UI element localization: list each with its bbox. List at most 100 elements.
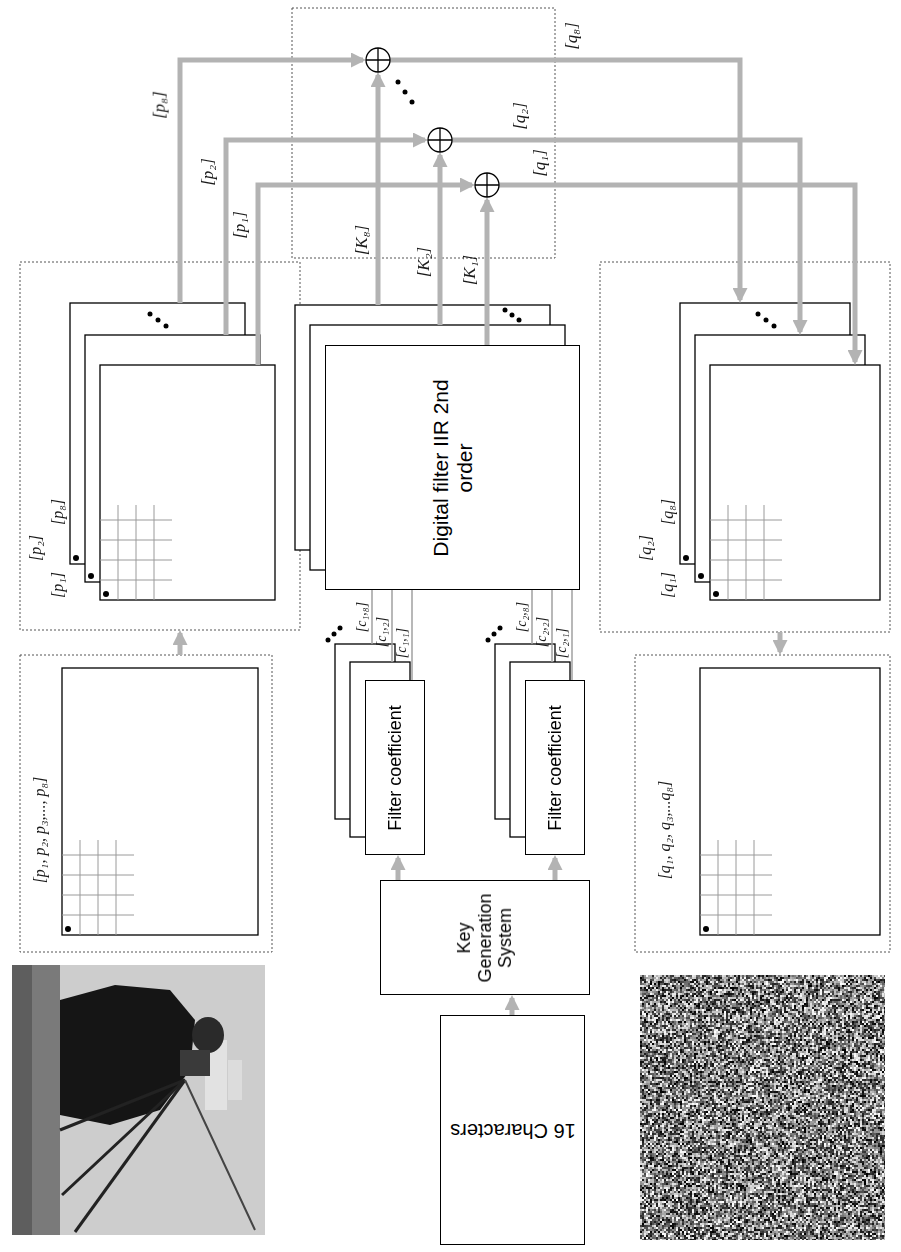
box-text: 16 Characters	[449, 1119, 577, 1142]
key-wire	[485, 200, 490, 345]
ellipsis-dot	[148, 312, 153, 317]
pixel-dot	[73, 555, 79, 561]
xor-circle	[428, 128, 452, 152]
box-text: Filter coefficient	[385, 704, 406, 832]
grid-line	[736, 840, 737, 935]
ellipsis-dot	[772, 324, 777, 329]
signal-label: [c₁,₈]	[354, 602, 369, 632]
signal-label: [c₂,₁]	[554, 628, 569, 658]
ellipsis-dot	[492, 632, 497, 637]
signal-label: [q₂]	[637, 535, 655, 561]
image-plane	[62, 668, 258, 935]
xor-cross	[475, 173, 499, 197]
signal-label: [p₂]	[27, 535, 45, 561]
ellipsis-dot	[164, 324, 169, 329]
signal-label: [q₁]	[659, 572, 677, 598]
connector	[571, 590, 573, 680]
pixel-grid	[710, 505, 782, 600]
pixel-dot	[103, 591, 109, 597]
xor-symbol	[428, 128, 452, 152]
ellipsis-dot	[510, 313, 515, 318]
signal-label: [c₁,₂]	[374, 617, 389, 647]
xor-symbol	[475, 173, 499, 197]
grid-line	[746, 505, 747, 600]
coefficient-wire	[531, 590, 533, 644]
signal-label: [K₁]	[461, 255, 480, 285]
grid-line	[80, 840, 81, 935]
key-wire	[438, 155, 443, 325]
signal-label: [q₈]	[659, 499, 677, 525]
ellipsis-dot	[498, 626, 503, 631]
bit-plane	[100, 365, 275, 600]
ellipsis-dot	[410, 100, 415, 105]
signal-label: [q₁, q₂, q₃,...q₈]	[656, 781, 674, 880]
grid-line	[118, 505, 119, 600]
signal-label: [p₂]	[199, 158, 218, 186]
grid-line	[116, 840, 117, 935]
cipher-wire	[452, 140, 800, 332]
ellipsis-dot	[756, 312, 761, 317]
box-text: Filter coefficient	[545, 704, 566, 832]
ellipsis-dot	[326, 638, 331, 643]
text-holder: Digital filter IIR 2nd order	[428, 353, 476, 582]
signal-label: [c₂,₈]	[514, 602, 529, 632]
pixel-dot	[88, 573, 94, 579]
grid-line	[98, 840, 99, 935]
signal-label: [K₈]	[353, 225, 372, 255]
xor-cross	[428, 128, 452, 152]
coefficient-wire	[551, 590, 553, 662]
process-box: Key Generation System	[380, 880, 590, 995]
pixel-dot	[703, 926, 709, 932]
dotted-region	[635, 655, 890, 952]
box-text: Digital filter IIR 2nd order	[428, 353, 476, 582]
flow-arrow	[778, 632, 783, 652]
signal-label: [q₁]	[531, 149, 550, 177]
photo-sky	[12, 965, 265, 1235]
text-holder: Filter coefficient	[545, 704, 566, 832]
signal-label: [c₁,₁]	[394, 628, 409, 658]
signal-label: [p₁, p₂, p₃,..., p₈]	[31, 777, 49, 884]
grid-line	[718, 840, 719, 935]
pixel-dot	[713, 591, 719, 597]
filter-box: Digital filter IIR 2nd order	[325, 345, 580, 590]
xor-cross	[366, 48, 390, 72]
cipher-wire	[390, 60, 740, 300]
dotted-region	[600, 262, 890, 632]
plane-wire	[180, 60, 363, 303]
bit-plane	[710, 365, 880, 600]
xor-circle	[475, 173, 499, 197]
pixel-dot	[65, 926, 71, 932]
key-wire	[376, 75, 381, 305]
connector	[411, 590, 413, 680]
photo-tripod	[185, 1080, 255, 1230]
pixel-grid	[700, 840, 772, 935]
photo-building	[228, 1060, 242, 1100]
signal-label: [p₁]	[49, 572, 67, 598]
connector	[396, 858, 401, 880]
pixel-dot	[698, 573, 704, 579]
signal-label: [p₈]	[49, 499, 67, 525]
signal-label: [c₂,₂]	[534, 617, 549, 647]
photo-tripod	[75, 1080, 185, 1232]
signal-label: [p₈]	[151, 91, 170, 119]
signal-label: [p₁]	[231, 211, 250, 239]
photo-ground	[12, 965, 60, 1235]
text-holder: Filter coefficient	[385, 704, 406, 832]
ellipsis-dot	[764, 318, 769, 323]
ellipsis-dot	[156, 318, 161, 323]
plane-wire	[226, 140, 425, 335]
ellipsis-dot	[332, 632, 337, 637]
xor-symbol	[366, 48, 390, 72]
connector	[510, 998, 515, 1015]
photo-ground	[12, 965, 32, 1235]
signal-label: [K₂]	[415, 247, 434, 277]
dotted-region	[20, 655, 272, 952]
pixel-grid	[62, 840, 134, 935]
pixel-grid	[100, 505, 172, 600]
input-box: 16 Characters	[440, 1015, 585, 1245]
xor-circle	[366, 48, 390, 72]
ellipsis-dot	[517, 318, 522, 323]
cipher-image	[640, 975, 885, 1240]
